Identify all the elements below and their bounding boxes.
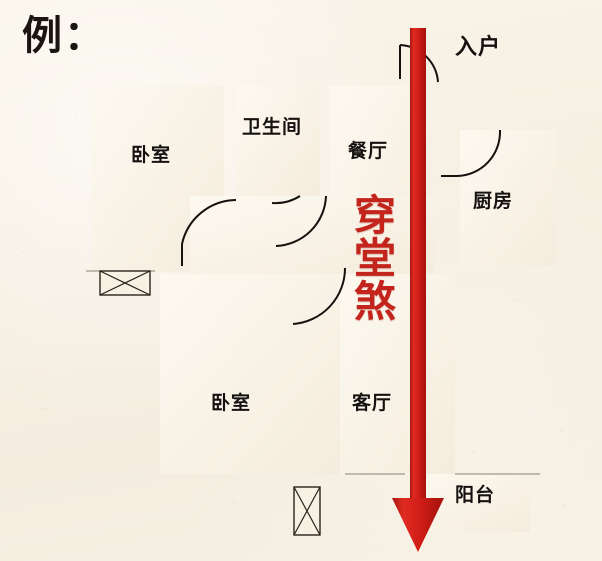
example-marker: 例： (22, 13, 106, 58)
through-hall-draft-arrow (392, 28, 444, 552)
wall-group-vertical (79, 79, 570, 540)
room-label-entrance: 入户 (455, 34, 502, 59)
door-bedroom2-arc (292, 267, 347, 325)
door-bedroom1-arc (181, 199, 237, 245)
chuantangsha-char-2: 堂 (353, 236, 396, 283)
window-left (99, 270, 151, 296)
door-entry-arc (399, 44, 439, 83)
room-label-living: 客厅 (352, 393, 393, 414)
room-label-bedroom-2: 卧室 (211, 393, 252, 414)
door-bathroom-arc (271, 195, 301, 205)
window-bottom (293, 486, 321, 536)
door-kitchen-arc (456, 130, 502, 177)
room-label-bathroom: 卫生间 (242, 117, 303, 138)
room-label-kitchen: 厨房 (473, 191, 514, 212)
thin-guides (86, 270, 540, 475)
chuantangsha-char-1: 穿 (353, 194, 396, 240)
chuantangsha-vertical-label: 穿 堂 煞 (351, 196, 399, 324)
room-label-bedroom-1: 卧室 (131, 145, 172, 166)
door-bathroom-arc2 (275, 195, 327, 247)
chuantangsha-char-3: 煞 (353, 279, 396, 326)
room-label-dining: 餐厅 (348, 141, 389, 162)
room-label-balcony: 阳台 (455, 485, 496, 506)
room-floor-fills (92, 86, 556, 532)
door-swings (181, 44, 502, 325)
